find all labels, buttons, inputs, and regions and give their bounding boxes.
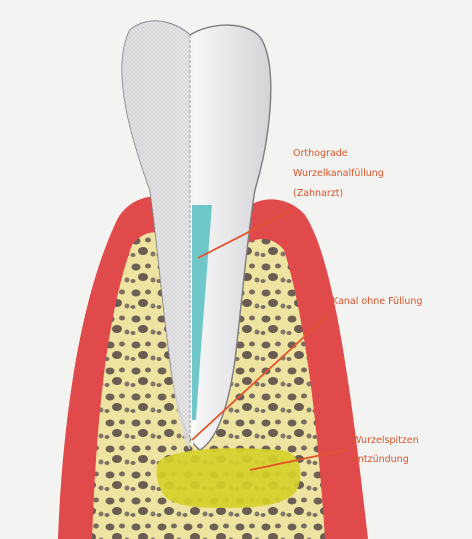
label-inflammation-2: entzündung: [352, 454, 409, 465]
label-filling-1: Orthograde: [293, 148, 348, 159]
label-filling-3: (Zahnarzt): [293, 188, 343, 199]
label-canal: Kanal ohne Füllung: [332, 296, 422, 307]
apical-inflammation: [156, 448, 300, 508]
label-filling-2: Wurzelkanalfüllung: [293, 168, 384, 179]
label-inflammation-1: Wurzelspitzen: [352, 435, 419, 446]
